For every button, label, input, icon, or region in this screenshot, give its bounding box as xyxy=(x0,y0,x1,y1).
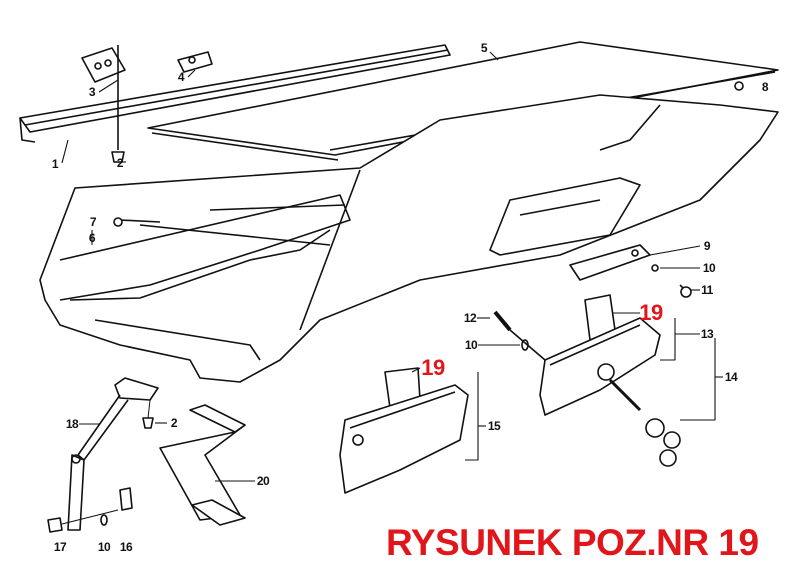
part-label-2: 2 xyxy=(170,416,178,430)
part-label-3: 3 xyxy=(88,85,96,99)
handle-assembly-part-13 xyxy=(539,294,681,467)
part-label-9: 9 xyxy=(703,239,711,253)
part-label-5: 5 xyxy=(480,41,488,55)
part-label-12: 12 xyxy=(463,311,477,325)
part-label-13: 13 xyxy=(700,327,714,341)
lid-part-5 xyxy=(147,41,779,161)
part-label-16: 16 xyxy=(119,540,133,554)
latch-plate-part-9 xyxy=(569,244,692,298)
part-label-2: 2 xyxy=(116,156,124,170)
part-label-20: 20 xyxy=(256,474,270,488)
bracket-part-20 xyxy=(159,404,246,526)
part-label-7: 7 xyxy=(89,215,97,229)
part-label-11: 11 xyxy=(701,283,713,297)
bracket-part-3 xyxy=(81,47,126,83)
part-label-18: 18 xyxy=(65,417,79,431)
bracket-part-4 xyxy=(177,51,213,73)
handle-part-15 xyxy=(339,367,469,494)
part-label-4: 4 xyxy=(177,70,185,84)
glovebox-body xyxy=(39,94,779,383)
stay-part-18 xyxy=(47,377,159,533)
highlight-label-19: 19 xyxy=(421,355,445,380)
part-label-6: 6 xyxy=(88,231,96,245)
rail-part-1 xyxy=(19,44,451,143)
part-label-17: 17 xyxy=(53,540,67,554)
part-label-1: 1 xyxy=(51,157,59,171)
part-label-14: 14 xyxy=(724,370,738,384)
part-label-10: 10 xyxy=(97,540,111,554)
nut-part-8 xyxy=(734,81,744,91)
leader-lines xyxy=(61,51,723,482)
part-label-8: 8 xyxy=(761,80,769,94)
part-label-10: 10 xyxy=(702,261,716,275)
screw-part-12 xyxy=(493,310,546,361)
diagram-title: RYSUNEK POZ.NR 19 xyxy=(386,522,759,563)
highlight-label-19: 19 xyxy=(639,300,663,325)
part-label-10: 10 xyxy=(464,338,478,352)
pin-part-7 xyxy=(119,219,161,223)
part-label-15: 15 xyxy=(487,419,501,433)
